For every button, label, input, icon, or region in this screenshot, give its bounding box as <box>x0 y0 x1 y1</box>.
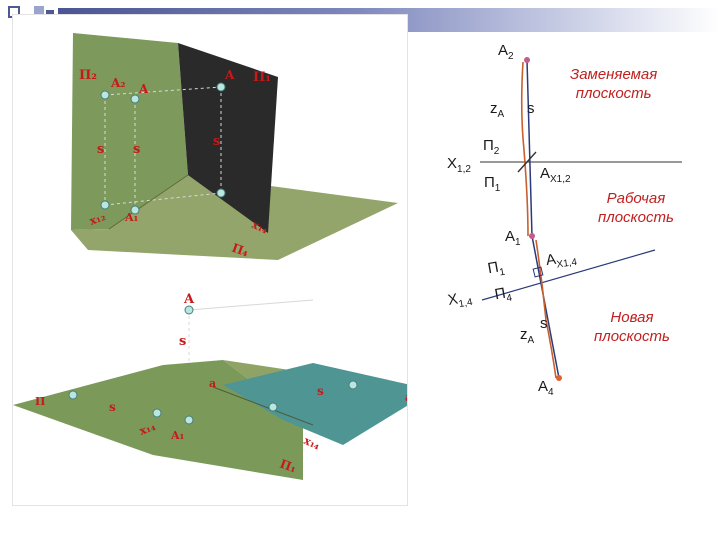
point-marker <box>184 305 194 315</box>
label-pi1-upper: П1 <box>484 174 501 194</box>
label-pi4: П4 <box>493 284 513 305</box>
za-distance-bracket-top <box>520 61 529 237</box>
red-mark: П₄ <box>230 241 250 260</box>
red-mark: s <box>133 142 140 157</box>
point-a2 <box>524 57 530 63</box>
dark-plane-upper <box>178 43 278 233</box>
pi1-plane-upper <box>71 175 398 260</box>
axis-line <box>212 386 314 426</box>
label-x12: X1,2 <box>447 155 471 175</box>
point-marker <box>100 90 110 100</box>
model-illustration: П₂ A₂ A A П₁ s s s x₁₂ A₁ x₁₄ П₄ A s П s… <box>12 14 408 506</box>
model-3d-render: П₂ A₂ A A П₁ s s s x₁₂ A₁ x₁₄ П₄ A s П s… <box>13 33 407 480</box>
red-mark: П₁ <box>278 457 298 476</box>
red-mark: A <box>183 292 195 307</box>
label-ax12: AX1,2 <box>540 165 571 185</box>
axis-line <box>108 174 189 230</box>
label-a1: A1 <box>505 228 521 248</box>
red-mark: a <box>209 377 216 390</box>
note-new-plane: Новая плоскость <box>594 309 670 345</box>
label-a4: A4 <box>538 378 554 398</box>
pi2-plane-upper <box>71 33 188 230</box>
red-mark: П <box>35 395 45 408</box>
label-pi2: П2 <box>483 137 500 157</box>
red-mark: a <box>405 391 407 404</box>
red-mark: s <box>213 134 220 149</box>
pi4-plane-lower <box>223 363 407 445</box>
label-x14: X1,4 <box>446 290 474 311</box>
red-mark: A₁ <box>124 211 139 224</box>
red-mark: s <box>317 384 324 398</box>
red-mark: x₁₄ <box>138 420 158 438</box>
point-marker <box>130 94 140 104</box>
red-mark: A₁ <box>170 429 185 442</box>
note-replaced-plane: Заменяемая плоскость <box>570 66 658 102</box>
label-za-top: zA <box>490 100 505 120</box>
axis-x12-tick <box>517 151 537 173</box>
point-marker <box>130 205 140 215</box>
point-marker <box>68 390 78 400</box>
red-mark: x₁₂ <box>88 210 108 228</box>
red-mark: A₂ <box>110 76 126 90</box>
label-s-bottom: s <box>540 315 548 332</box>
point-a1 <box>529 233 535 239</box>
projection-line <box>104 192 222 206</box>
projection-line <box>188 299 314 311</box>
red-mark: A <box>138 82 149 96</box>
red-mark: A <box>224 68 235 82</box>
label-pi1-lower: П1 <box>486 258 506 279</box>
red-mark: x₁₄ <box>250 218 270 237</box>
red-mark: s <box>97 142 104 157</box>
projection-line <box>104 86 222 96</box>
link-line-a2-a1 <box>526 59 533 237</box>
red-mark: s <box>179 334 186 349</box>
red-mark: П₁ <box>253 70 271 85</box>
right-angle-marker <box>532 266 544 278</box>
point-marker <box>216 188 226 198</box>
label-a2: A2 <box>498 42 514 62</box>
label-ax14: AX1,4 <box>544 250 578 271</box>
pi1-plane-lower <box>13 360 303 480</box>
point-marker <box>348 380 358 390</box>
deco-square <box>34 6 44 16</box>
point-a4 <box>556 375 562 381</box>
note-working-plane: Рабочая плоскость <box>598 190 674 226</box>
point-marker <box>184 415 194 425</box>
point-marker <box>152 408 162 418</box>
point-marker <box>268 402 278 412</box>
red-mark: П₂ <box>79 68 97 83</box>
label-za-bottom: zA <box>520 326 535 346</box>
point-marker <box>216 82 226 92</box>
label-s-top: s <box>527 100 535 117</box>
red-mark: x₁₄ <box>302 434 322 453</box>
red-mark: s <box>109 400 116 414</box>
point-marker <box>100 200 110 210</box>
